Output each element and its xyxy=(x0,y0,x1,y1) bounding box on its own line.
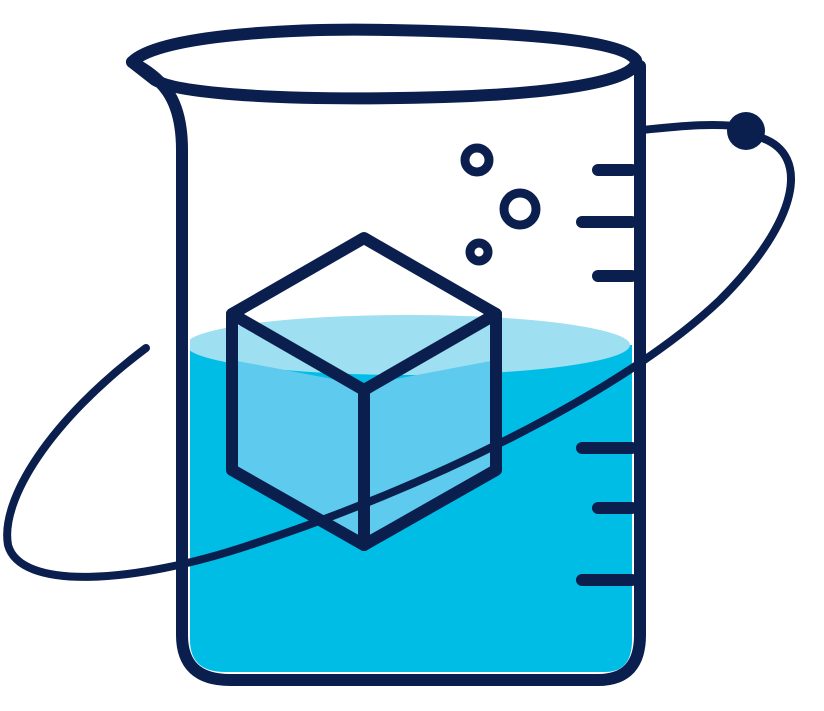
orbit-main-arc xyxy=(3,134,795,581)
cube-icon xyxy=(226,232,502,551)
liquid-surface xyxy=(190,315,630,375)
liquid xyxy=(190,315,632,672)
orbit-icon xyxy=(3,112,795,581)
bubble-large xyxy=(499,188,541,230)
bubbles-icon xyxy=(460,143,541,266)
beaker-rim xyxy=(126,23,643,105)
beaker-icon xyxy=(126,23,646,686)
beaker-left-wall xyxy=(126,56,646,686)
bubble-small-top xyxy=(460,143,494,177)
measurement-marks-icon xyxy=(576,164,638,586)
bubble-small-bottom xyxy=(465,238,493,266)
orbit-node xyxy=(727,112,765,150)
